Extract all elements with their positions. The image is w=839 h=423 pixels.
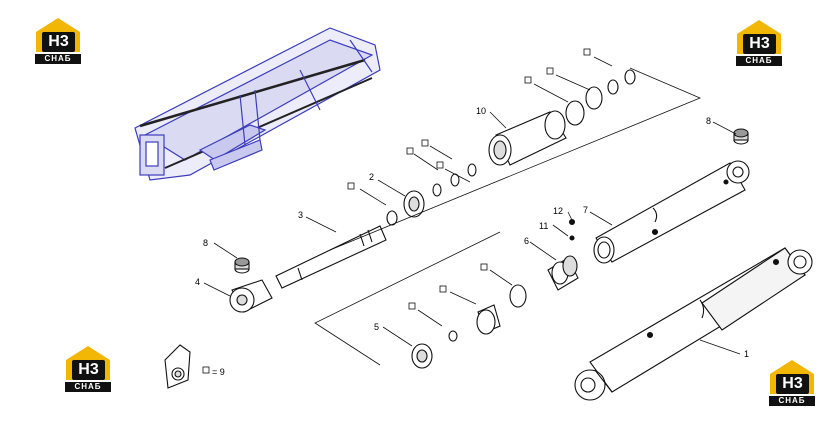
callout-label: 11 bbox=[539, 221, 548, 231]
cylinder-head bbox=[488, 69, 636, 166]
logo-mark: H3 bbox=[42, 32, 75, 52]
leader-lines bbox=[203, 56, 741, 355]
logo-brand: CHAБ bbox=[65, 382, 111, 392]
legend-text: = 9 bbox=[212, 367, 225, 377]
callout-label: 12 bbox=[553, 206, 563, 216]
logo-mark: H3 bbox=[72, 360, 105, 380]
callout-label: 2 bbox=[369, 172, 374, 182]
callout-label: 5 bbox=[374, 322, 379, 332]
bracket-part-icon bbox=[164, 344, 191, 389]
logo-mark: H3 bbox=[743, 34, 776, 54]
callout-label: 6 bbox=[524, 236, 529, 246]
hydraulic-cylinder-assembly bbox=[574, 247, 813, 401]
pin-bushing bbox=[234, 257, 250, 274]
callout-label: 8 bbox=[203, 238, 208, 248]
callout-label: 4 bbox=[195, 277, 200, 287]
callout-label: 1 bbox=[744, 349, 749, 359]
callout-label: 8 bbox=[706, 116, 711, 126]
assembly-frame bbox=[314, 67, 702, 366]
pin-bushing bbox=[733, 128, 749, 145]
callout-label: 3 bbox=[298, 210, 303, 220]
lower-piston-group bbox=[411, 218, 579, 369]
item-9-markers bbox=[202, 48, 591, 374]
callout-labels: 1 2 3 4 5 6 7 8 8 10 11 12 = 9 bbox=[195, 106, 749, 377]
brand-logo-top-right: H3 CHAБ bbox=[733, 18, 785, 68]
piston bbox=[386, 163, 477, 226]
boom-assembly-illustration bbox=[134, 27, 381, 181]
callout-label: 10 bbox=[476, 106, 486, 116]
brand-logo-top-left: H3 CHAБ bbox=[32, 16, 84, 66]
logo-mark: H3 bbox=[776, 374, 809, 394]
logo-brand: CHAБ bbox=[736, 56, 782, 66]
brand-logo-bottom-right: H3 CHAБ bbox=[766, 358, 818, 408]
rod-eye bbox=[229, 279, 273, 313]
piston-rod bbox=[275, 225, 387, 289]
cylinder-barrel bbox=[593, 160, 750, 264]
logo-brand: CHAБ bbox=[769, 396, 815, 406]
brand-logo-bottom-left: H3 CHAБ bbox=[62, 344, 114, 394]
logo-brand: CHAБ bbox=[35, 54, 81, 64]
callout-label: 7 bbox=[583, 205, 588, 215]
